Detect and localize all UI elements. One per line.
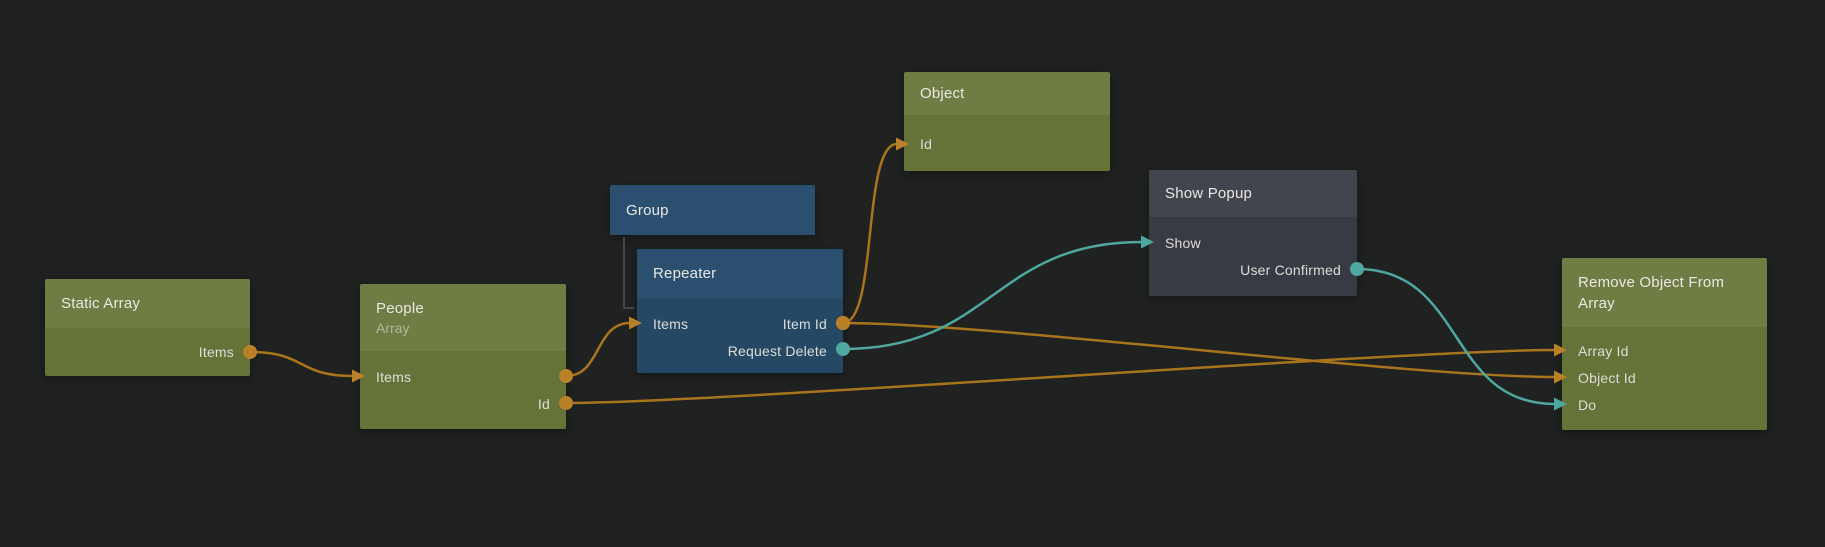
- port-people-id-out[interactable]: Id: [537, 395, 550, 412]
- wire-repeater-request-delete-out-to-show-popup-show-in[interactable]: [841, 240, 1144, 351]
- port-show-popup-show-in[interactable]: Show: [1165, 234, 1201, 251]
- node-title: Repeater: [653, 265, 717, 282]
- port-row: Items: [45, 338, 250, 365]
- node-title: Static Array: [61, 295, 141, 312]
- port-people-items-in[interactable]: Items: [376, 368, 412, 385]
- node-header-object[interactable]: Object: [904, 72, 1110, 115]
- node-title: Show Popup: [1165, 185, 1253, 202]
- node-body: Id: [904, 115, 1110, 171]
- port-repeater-items-in[interactable]: Items: [653, 315, 689, 332]
- node-header-remove-object-from-array[interactable]: Remove Object From Array: [1562, 258, 1767, 327]
- node-title: Remove Object From Array: [1578, 273, 1725, 312]
- wire-static-array-items-to-people-items-in[interactable]: [248, 350, 355, 378]
- node-header-group[interactable]: Group: [610, 185, 815, 235]
- port-row: Do: [1562, 391, 1767, 418]
- port-repeater-request-delete-out[interactable]: Request Delete: [727, 342, 827, 359]
- node-body: Array Id Object Id Do: [1562, 327, 1767, 430]
- port-row: Id: [360, 390, 566, 417]
- port-row: Id: [904, 130, 1110, 157]
- node-title: Object: [920, 85, 965, 102]
- port-show-popup-user-confirmed-out[interactable]: User Confirmed: [1240, 261, 1341, 278]
- port-row: Items Item Id: [637, 310, 843, 337]
- node-body: Items: [45, 328, 250, 376]
- node-header-repeater[interactable]: Repeater: [637, 249, 843, 298]
- node-title: People: [376, 299, 424, 317]
- wire-show-popup-user-confirmed-out-to-remove-object-from-array-do-in[interactable]: [1355, 267, 1557, 406]
- wire-repeater-item-id-out-to-remove-object-from-array-object-id-in[interactable]: [841, 321, 1557, 379]
- wire-people-items-out-to-repeater-items-in[interactable]: [564, 321, 632, 378]
- port-row: Array Id: [1562, 337, 1767, 364]
- node-header-show-popup[interactable]: Show Popup: [1149, 170, 1357, 217]
- port-row: Request Delete: [637, 337, 843, 364]
- port-row: User Confirmed: [1149, 256, 1357, 283]
- wire-repeater-item-id-out-to-object-id-in[interactable]: [841, 142, 899, 325]
- group-child-connector-line: [623, 237, 634, 309]
- port-remove-object-from-array-object-id-in[interactable]: Object Id: [1578, 369, 1636, 386]
- node-body: Items Item Id Request Delete: [637, 298, 843, 373]
- port-object-id-in[interactable]: Id: [920, 135, 933, 152]
- port-static-array-items[interactable]: Items: [198, 343, 234, 360]
- node-title: Group: [626, 201, 669, 219]
- node-header-static-array[interactable]: Static Array: [45, 279, 250, 328]
- node-group[interactable]: Group: [610, 185, 815, 235]
- port-remove-object-from-array-do-in[interactable]: Do: [1578, 396, 1597, 413]
- port-row: Items: [360, 363, 566, 390]
- port-row: Object Id: [1562, 364, 1767, 391]
- port-remove-object-from-array-array-id-in[interactable]: Array Id: [1578, 342, 1629, 359]
- node-subtitle: Array: [376, 319, 410, 336]
- port-repeater-item-id-out[interactable]: Item Id: [782, 315, 827, 332]
- port-row: Show: [1149, 229, 1357, 256]
